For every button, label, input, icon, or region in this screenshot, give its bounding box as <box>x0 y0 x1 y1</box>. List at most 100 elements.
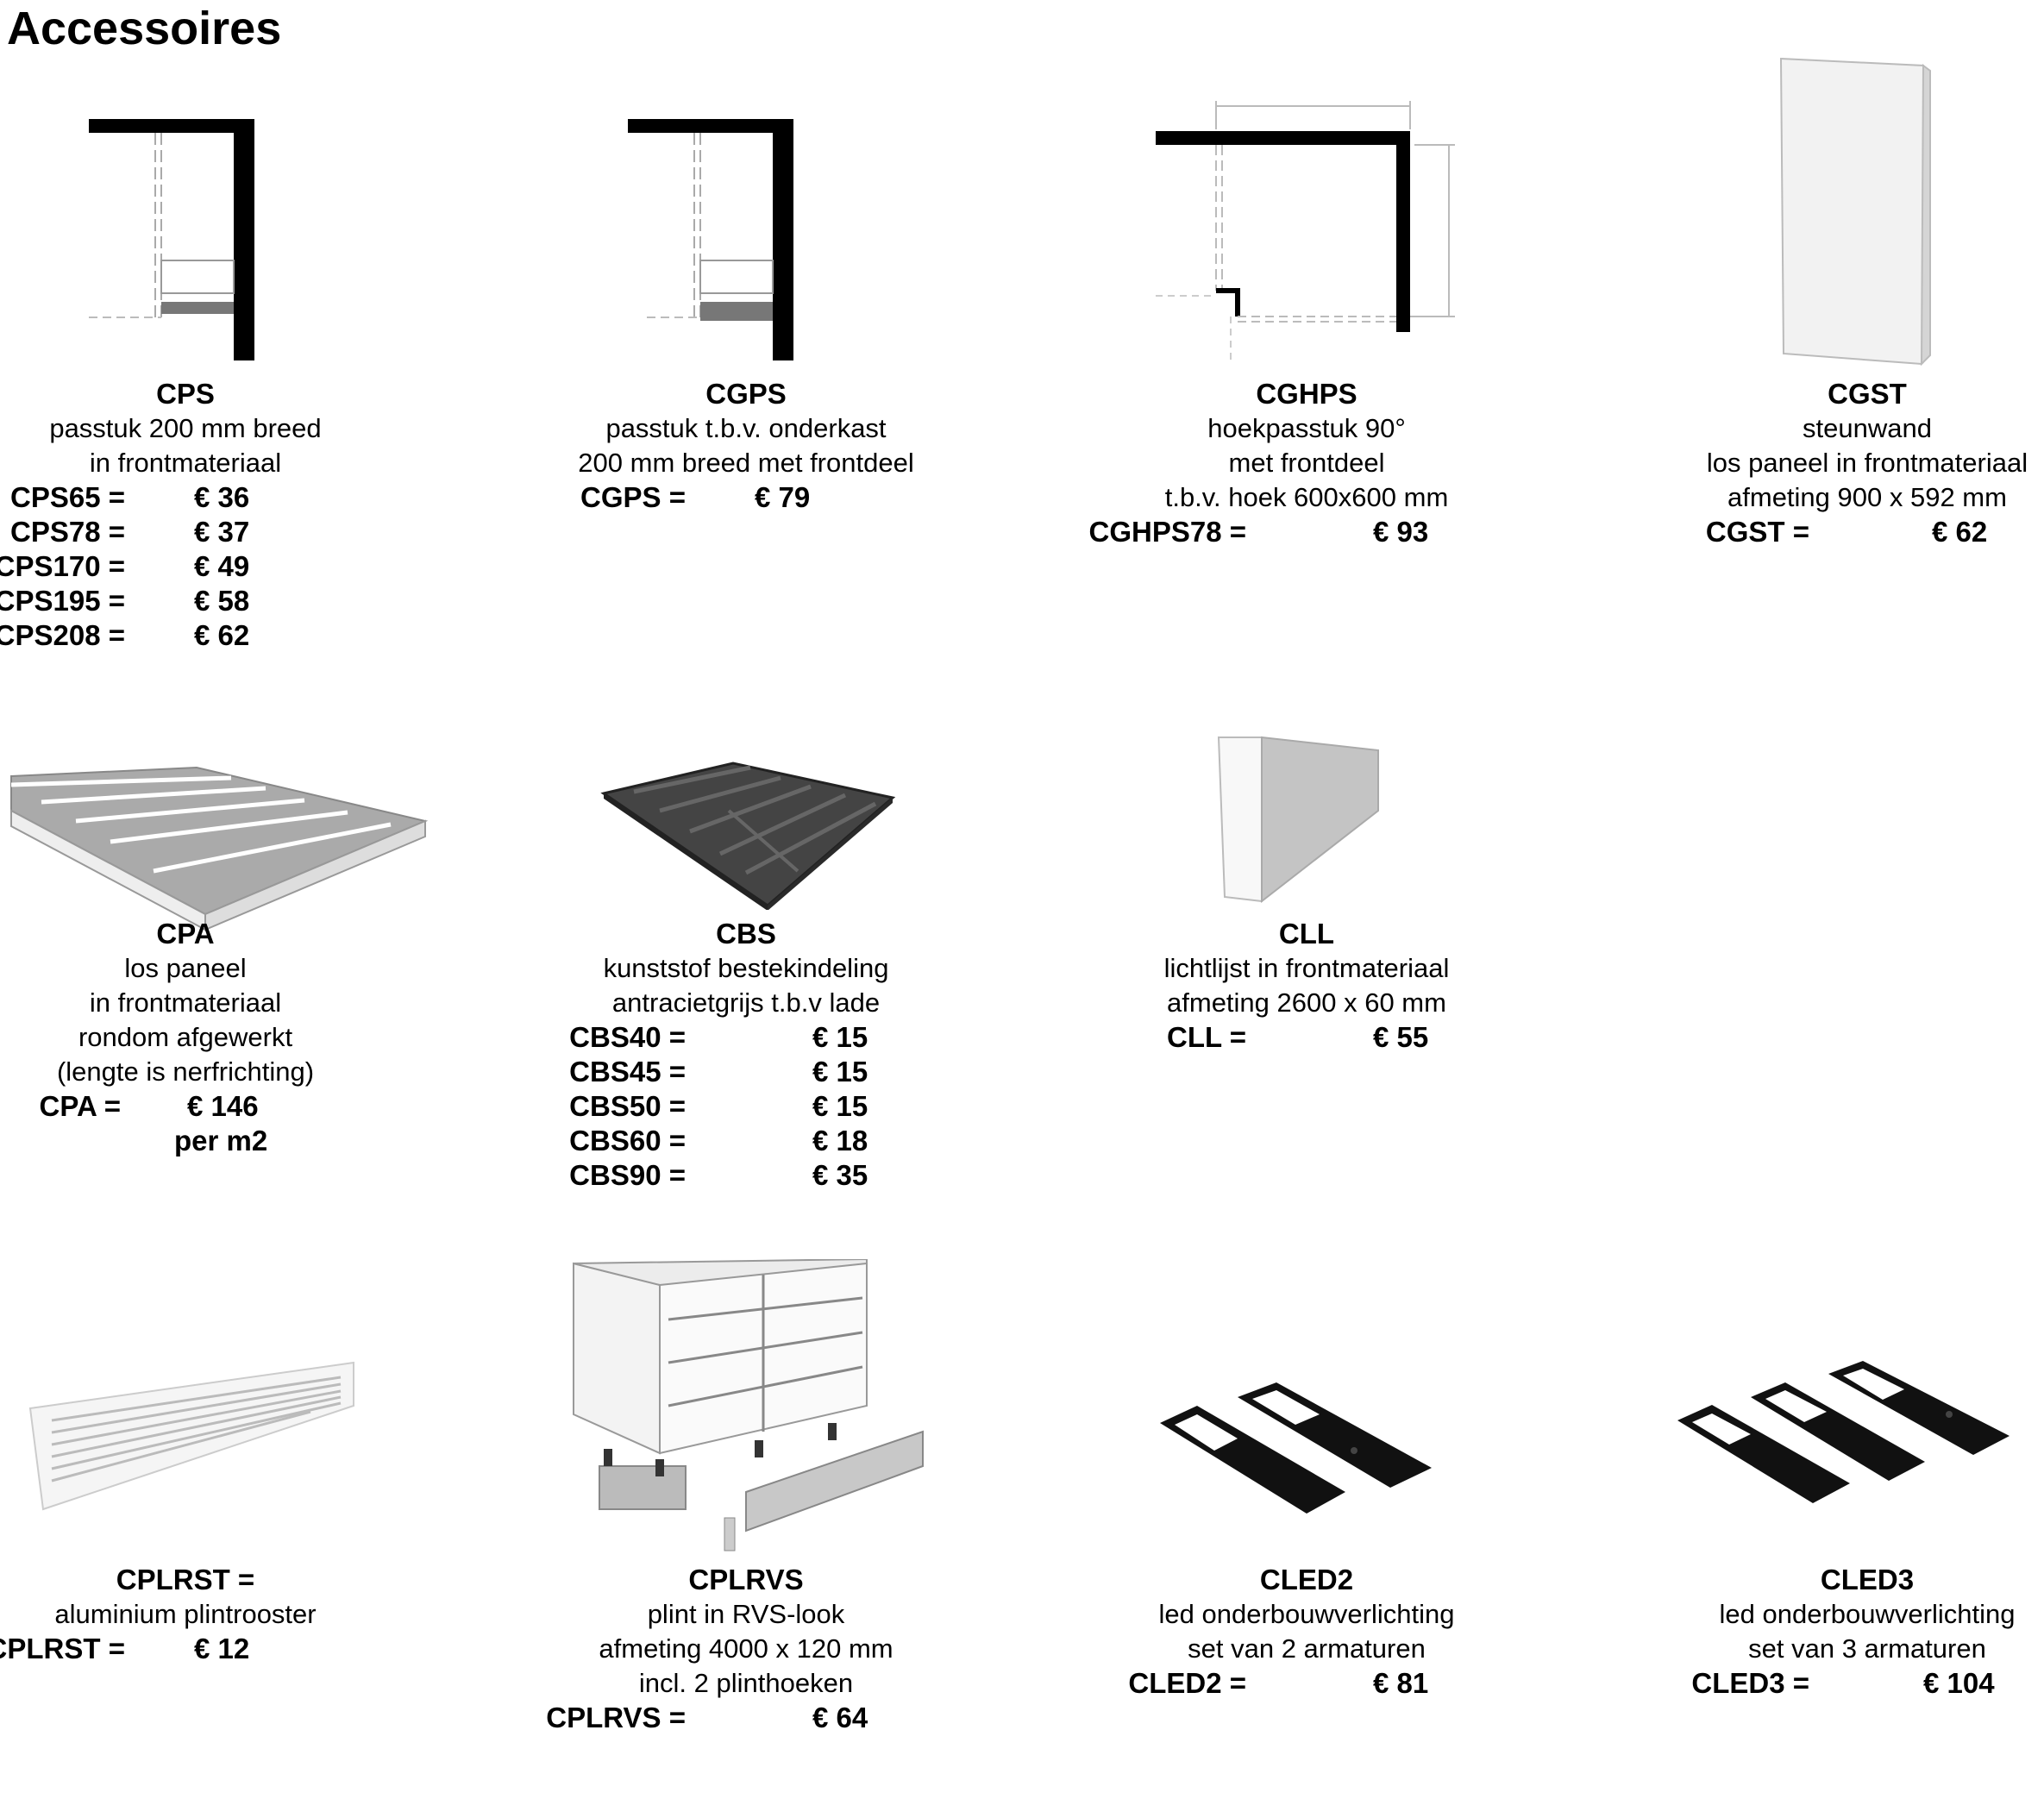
price-row: CBS90 = € 35 <box>505 1158 988 1193</box>
price-value: € 104 <box>1923 1667 1995 1699</box>
product-code: CGPS <box>705 378 787 410</box>
price-value: € 15 <box>812 1021 868 1053</box>
price-value: € 55 <box>1373 1021 1429 1053</box>
price-row: CPS195 = € 58 <box>0 584 427 618</box>
product-cbs: CBS kunststof bestekindeling antracietgr… <box>505 917 988 1193</box>
price-code: CBS60 = <box>569 1125 686 1156</box>
price-row: CPLRST =€ 12 <box>0 1632 427 1666</box>
price-row: CPS208 =€ 62 <box>0 618 427 653</box>
cll-illustration <box>1214 733 1387 906</box>
product-description: afmeting 4000 x 120 mm <box>599 1633 893 1664</box>
price-row: CPA = € 146 <box>0 1089 427 1124</box>
price-row: CBS45 = € 15 <box>505 1055 988 1089</box>
price-code: CPS195 = <box>0 585 125 617</box>
price-row: CGPS =€ 79 <box>505 480 988 515</box>
cps-illustration <box>82 112 263 362</box>
price-value: € 62 <box>1932 516 1988 548</box>
product-cps: CPS passtuk 200 mm breed in frontmateria… <box>0 377 427 653</box>
product-cplrvs: CPLRVS plint in RVS-look afmeting 4000 x… <box>505 1563 988 1735</box>
cgps-illustration <box>621 112 802 362</box>
product-description: lichtlijst in frontmateriaal <box>1163 953 1450 983</box>
cgst-illustration <box>1768 52 1941 371</box>
price-value: € 35 <box>812 1159 868 1191</box>
price-row: CLED3 = € 104 <box>1626 1666 2044 1701</box>
product-code: CPS <box>156 378 215 410</box>
price-code: CPLRST = <box>0 1633 125 1664</box>
price-code: CGST = <box>1705 516 1809 548</box>
product-code: CLED2 <box>1259 1564 1354 1595</box>
product-cpa: CPA los paneel in frontmateriaal rondom … <box>0 917 427 1158</box>
product-description: t.b.v. hoek 600x600 mm <box>1164 482 1449 512</box>
price-row: CPS78 =€ 37 <box>0 515 427 549</box>
product-description: 200 mm breed met frontdeel <box>578 448 914 478</box>
price-value: € 64 <box>812 1702 868 1733</box>
product-cghps: CGHPS hoekpasstuk 90° met frontdeel t.b.… <box>1065 377 1548 549</box>
price-value: € 58 <box>194 585 250 617</box>
price-code: CPS170 = <box>0 550 125 582</box>
price-code: CGHPS78 = <box>1088 516 1247 548</box>
product-description: rondom afgewerkt <box>78 1022 293 1052</box>
product-code: CPLRVS <box>688 1564 804 1595</box>
price-row: CBS50 =€ 15 <box>505 1089 988 1124</box>
price-code: CPS65 = <box>10 481 125 513</box>
product-cll: CLL lichtlijst in frontmateriaal afmetin… <box>1065 917 1548 1055</box>
product-code: CPA <box>156 918 215 950</box>
price-value: € 18 <box>812 1125 868 1156</box>
price-value: € 36 <box>194 481 250 513</box>
price-row: CPS170 = € 49 <box>0 549 427 584</box>
cled2-illustration <box>1156 1380 1436 1531</box>
price-value: € 37 <box>194 516 250 548</box>
page-title: Accessoires <box>7 3 282 54</box>
price-row: CBS60 = € 18 <box>505 1124 988 1158</box>
price-row: CLED2 = € 81 <box>1065 1666 1548 1701</box>
product-cled2: CLED2 led onderbouwverlichting set van 2… <box>1065 1563 1548 1701</box>
product-description: los paneel <box>124 953 247 983</box>
price-code: CPLRVS = <box>546 1702 686 1733</box>
price-code: CLL = <box>1167 1021 1246 1053</box>
price-code: CBS45 = <box>569 1056 686 1088</box>
price-value: € 93 <box>1373 516 1429 548</box>
price-value: € 146 <box>187 1090 259 1122</box>
price-code: CPA = <box>39 1090 121 1122</box>
product-code: CGST <box>1828 378 1907 410</box>
product-description: plint in RVS-look <box>647 1599 845 1629</box>
cbs-illustration <box>599 759 897 910</box>
product-description: set van 2 armaturen <box>1188 1633 1426 1664</box>
price-code: CBS90 = <box>569 1159 686 1191</box>
product-description: los paneel in frontmateriaal <box>1706 448 2028 478</box>
product-description: antracietgrijs t.b.v lade <box>611 987 881 1018</box>
product-description: in frontmateriaal <box>89 987 282 1018</box>
cghps-illustration <box>1151 91 1470 367</box>
product-cled3: CLED3 led onderbouwverlichting set van 3… <box>1626 1563 2044 1701</box>
price-row: CLL = € 55 <box>1065 1020 1548 1055</box>
product-code: CBS <box>716 918 776 950</box>
product-code: CLED3 <box>1820 1564 1915 1595</box>
price-code: CLED2 = <box>1128 1667 1246 1699</box>
price-value: € 15 <box>812 1090 868 1122</box>
price-code: CBS40 = <box>569 1021 686 1053</box>
price-value: € 81 <box>1373 1667 1429 1699</box>
product-description: steunwand <box>1803 413 1932 443</box>
product-cgps: CGPS passtuk t.b.v. onderkast 200 mm bre… <box>505 377 988 515</box>
cled3-illustration <box>1673 1358 2018 1531</box>
price-code: CLED3 = <box>1691 1667 1809 1699</box>
price-value: € 49 <box>194 550 250 582</box>
product-description: afmeting 2600 x 60 mm <box>1167 987 1446 1018</box>
price-code: CPS208 = <box>0 619 125 651</box>
product-cplrst: CPLRST = aluminium plintrooster CPLRST =… <box>0 1563 427 1666</box>
product-description: led onderbouwverlichting <box>1719 1599 2016 1629</box>
product-description: (lengte is nerfrichting) <box>56 1056 315 1087</box>
product-description: set van 3 armaturen <box>1748 1633 1986 1664</box>
product-description: incl. 2 plinthoeken <box>638 1668 854 1698</box>
product-description: led onderbouwverlichting <box>1158 1599 1455 1629</box>
product-code: CPLRST = <box>116 1564 255 1595</box>
product-description: aluminium plintrooster <box>54 1599 317 1629</box>
product-code: CLL <box>1278 918 1335 950</box>
price-code: CGPS = <box>580 481 686 513</box>
product-description: in frontmateriaal <box>89 448 282 478</box>
price-row: CBS40 = € 15 <box>505 1020 988 1055</box>
price-row: CGHPS78 = € 93 <box>1065 515 1548 549</box>
product-description: afmeting 900 x 592 mm <box>1727 482 2007 512</box>
cpa-illustration <box>7 759 429 931</box>
price-value: € 15 <box>812 1056 868 1088</box>
